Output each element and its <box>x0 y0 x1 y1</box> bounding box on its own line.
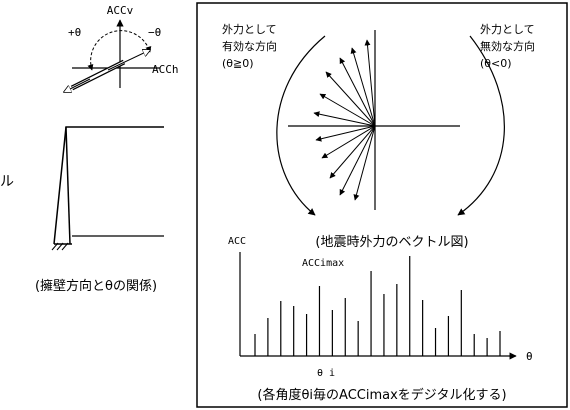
retaining-wall <box>53 126 164 245</box>
angle-arc <box>87 30 152 71</box>
minus-theta-label: −θ <box>148 26 161 39</box>
vector-diagram-caption: (地震時外力のベクトル図) <box>315 235 468 250</box>
effective-direction-line2: 有効な方向 <box>222 39 277 53</box>
ineffective-direction-line1: 外力として <box>480 23 535 36</box>
effective-direction-line3: (θ≧0) <box>222 57 254 70</box>
acc-max-label: ACCimax <box>302 258 344 269</box>
direction-vector-tail <box>107 50 150 71</box>
cropped-character: ル <box>0 174 14 190</box>
effective-direction-line1: 外力として <box>222 23 277 36</box>
ineffective-direction-line2: 無効な方向 <box>480 39 535 53</box>
acc-h-label: ACCh <box>152 63 179 76</box>
direction-vector-head <box>64 78 91 92</box>
plus-theta-label: +θ <box>68 26 81 39</box>
effective-range-arc <box>276 35 326 216</box>
right-frame <box>196 2 568 408</box>
acc-bars <box>254 256 501 356</box>
theta-i-label: θ i <box>317 368 335 379</box>
acc-axis-label: ACC <box>228 236 246 247</box>
wall-angle-caption: (擁壁方向とθの関係) <box>35 278 157 294</box>
bar-diagram-caption: (各角度θi毎のACCimaxをデジタル化する) <box>257 387 506 403</box>
theta-axis-label: θ <box>526 350 533 363</box>
acc-bar-diagram: ACC ACCimax θ θ i (各角度θi毎のACCimaxをデジタル化す… <box>228 236 533 403</box>
ineffective-range-arc <box>457 35 505 216</box>
vector-set <box>313 39 376 201</box>
angle-definition-diagram: ACCv +θ −θ ACCh ル (擁壁方向とθの関係) <box>0 4 179 294</box>
acc-v-label: ACCv <box>107 4 134 17</box>
vector-diagram: 外力として 有効な方向 (θ≧0) 外力として 無効な方向 (θ<0) (地震時… <box>222 23 535 250</box>
ground-hatch <box>51 242 69 251</box>
ineffective-direction-line3: (θ<0) <box>480 57 512 70</box>
wall-inner-face <box>65 126 71 245</box>
